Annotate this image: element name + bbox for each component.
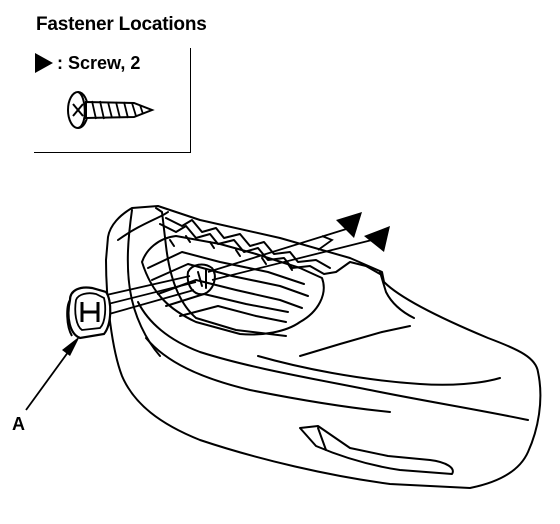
legend-row: : Screw, 2 — [34, 52, 140, 74]
page-title: Fastener Locations — [36, 14, 207, 35]
callout-a-leader — [25, 343, 75, 411]
emblem-part-a — [66, 286, 112, 340]
callout-label-a: A — [12, 414, 25, 434]
legend-box — [34, 48, 191, 153]
screw-icon — [67, 91, 155, 129]
legend-label: : Screw, 2 — [57, 52, 141, 73]
bumper-outline — [105, 205, 542, 489]
bumper-top-edge — [117, 211, 169, 241]
filled-triangle-icon — [35, 53, 53, 73]
emblem-mount — [186, 263, 216, 296]
leader-line-screw-1 — [207, 225, 357, 273]
callout-a-arrowhead — [62, 336, 80, 356]
screw-marker-1 — [336, 212, 362, 238]
screw-marker-2 — [364, 226, 390, 252]
lower-opening — [299, 425, 454, 475]
leader-line-screw-2 — [211, 239, 373, 281]
grille-outline — [141, 235, 325, 336]
